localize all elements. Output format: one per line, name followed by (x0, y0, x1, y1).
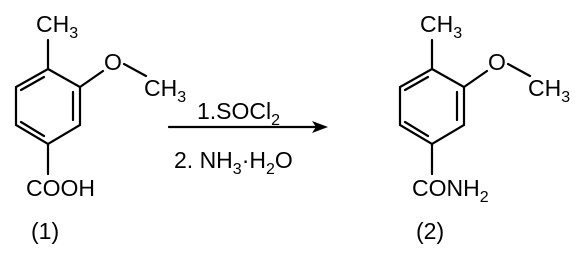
reactant-structure: CH3 O CH3 COOH (1) (14, 11, 186, 244)
reaction-arrow (167, 121, 328, 133)
product-structure: CH3 O CH3 CONH2 (2) (398, 11, 570, 244)
reactant-cooh-label: COOH (26, 175, 95, 201)
product-ether-bond (462, 69, 489, 89)
reactant-compound-number: (1) (31, 218, 59, 244)
reaction-condition-step2: 2. NH3·H2O (174, 147, 293, 178)
product-methoxy-methyl-label: CH3 (528, 75, 570, 106)
product-methyl-label: CH3 (420, 11, 462, 42)
reactant-methyl-label: CH3 (36, 11, 78, 42)
product-benzene-ring (398, 67, 466, 146)
reactant-oxygen-label: O (104, 49, 122, 75)
product-oxygen-label: O (488, 49, 506, 75)
reactant-o-ch3-bond (122, 62, 148, 78)
product-compound-number: (2) (416, 218, 444, 244)
reactant-benzene-ring (14, 67, 82, 146)
reaction-condition-step1: 1.SOCl2 (197, 98, 280, 129)
reactant-methoxy-methyl-label: CH3 (144, 75, 186, 106)
product-conh2-label: CONH2 (412, 175, 489, 206)
reactant-ether-bond (78, 69, 105, 89)
product-o-ch3-bond (506, 62, 532, 78)
